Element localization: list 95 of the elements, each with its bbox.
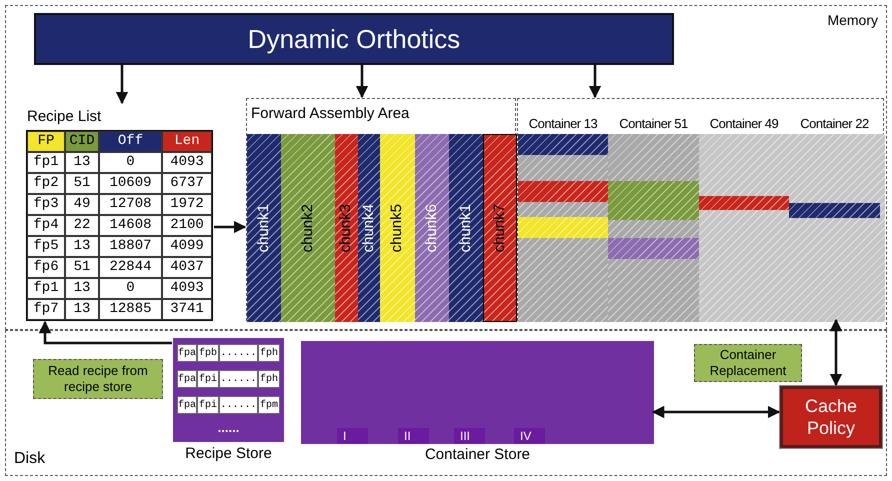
arrow	[652, 406, 780, 418]
table-cell: 2100	[162, 215, 212, 236]
region-label: Disk	[14, 449, 46, 469]
table-cell: 6737	[162, 173, 212, 194]
store-label: Container Store	[424, 445, 530, 465]
banner-title: Dynamic Orthotics	[248, 22, 460, 56]
recipe-cell: fpi	[197, 370, 219, 388]
chunk-block	[335, 134, 358, 322]
recipe-cell: fpb	[197, 344, 219, 362]
table-cell: 49	[65, 194, 99, 215]
table-cell: 18807	[99, 236, 162, 257]
recipe-cell: ......	[219, 370, 258, 388]
table-cell: 4099	[162, 236, 212, 257]
segment-block: IV	[514, 428, 545, 444]
table-cell: 0	[99, 278, 162, 299]
chunk-label: chunk6	[422, 204, 441, 252]
arrow	[356, 64, 368, 98]
table-cell: 0	[99, 152, 162, 173]
table-cell: 4093	[162, 278, 212, 299]
table-cell: fp1	[27, 152, 65, 173]
chunk-block	[449, 134, 483, 322]
table-cell: 13	[65, 152, 99, 173]
table-cell: 51	[65, 173, 99, 194]
table-cell: 13	[65, 236, 99, 257]
chunk-block	[415, 134, 449, 322]
recipe-cell: fpa	[177, 370, 197, 388]
recipe-cell: fpm	[258, 396, 280, 414]
dashed-region	[5, 330, 887, 476]
segment-block: II	[398, 428, 429, 444]
table-cell: fp5	[27, 236, 65, 257]
header-cell: FP	[27, 131, 65, 152]
region-label: Memory	[827, 11, 878, 30]
table-cell: fp3	[27, 194, 65, 215]
table-cell: 10609	[99, 173, 162, 194]
table-cell: 1972	[162, 194, 212, 215]
store-label: Recipe Store	[185, 444, 272, 464]
arrow	[38, 320, 172, 344]
ellipsis: ......	[218, 422, 240, 434]
arrow	[214, 220, 246, 234]
chunk-label: chunk4	[358, 204, 378, 252]
recipe-cell: fpa	[177, 396, 197, 414]
table-cell: fp1	[27, 278, 65, 299]
header-cell: Len	[162, 131, 212, 152]
recipe-cell: ......	[219, 344, 258, 362]
table-cell: 3741	[162, 299, 212, 320]
recipe-cell: fpi	[197, 396, 219, 414]
table-cell: 13	[65, 278, 99, 299]
chunk-label: chunk3	[336, 204, 356, 252]
title-banner	[34, 13, 674, 65]
chunk-label: chunk1	[254, 204, 273, 252]
table-cell: fp2	[27, 173, 65, 194]
table-cell: fp6	[27, 257, 65, 278]
recipe-cell: fph	[258, 344, 280, 362]
table-cell: 4037	[162, 257, 212, 278]
note-box: Container Replacement	[694, 344, 802, 382]
column-header: Container 49	[699, 114, 789, 134]
chunk-block	[281, 134, 335, 322]
header-cell: Off	[99, 131, 162, 152]
column-header: Container 51	[608, 114, 699, 134]
table-cell: 4093	[162, 152, 212, 173]
segment-block: I	[337, 428, 368, 444]
chunk-label: chunk7	[490, 204, 509, 252]
arrow	[116, 64, 128, 104]
column-header: Container 13	[518, 114, 608, 134]
arrow	[588, 64, 602, 98]
table-cell: fp7	[27, 299, 65, 320]
note-box: Read recipe from recipe store	[33, 359, 163, 399]
table-cell: 14608	[99, 215, 162, 236]
table-cell: 13	[65, 299, 99, 320]
chunk-block	[358, 134, 380, 322]
chunk-label: chunk1	[456, 204, 475, 252]
table-cell: 12708	[99, 194, 162, 215]
table-cell: fp4	[27, 215, 65, 236]
table-cell: 12885	[99, 299, 162, 320]
chunk-block	[380, 134, 415, 322]
table-title: Recipe List	[27, 107, 102, 127]
recipe-cell: ......	[219, 396, 258, 414]
table-cell: 22	[65, 215, 99, 236]
chunk-block	[247, 134, 281, 322]
segment-block: III	[454, 428, 485, 444]
chunk-label: chunk2	[298, 204, 317, 252]
recipe-cell: fpa	[177, 344, 197, 362]
container-area	[517, 98, 884, 321]
header-cell: CID	[65, 131, 99, 152]
table-cell: 51	[65, 257, 99, 278]
arrow	[830, 318, 842, 386]
table-cell: 22844	[99, 257, 162, 278]
chunk-label: chunk5	[387, 204, 406, 252]
policy-box: Cache Policy	[780, 386, 882, 448]
dashed-region	[5, 5, 887, 330]
column-header: Container 22	[789, 114, 880, 134]
dashed-area	[246, 98, 516, 321]
chunk-block	[483, 134, 517, 322]
recipe-cell: fph	[258, 370, 280, 388]
area-title: Forward Assembly Area	[251, 104, 410, 124]
